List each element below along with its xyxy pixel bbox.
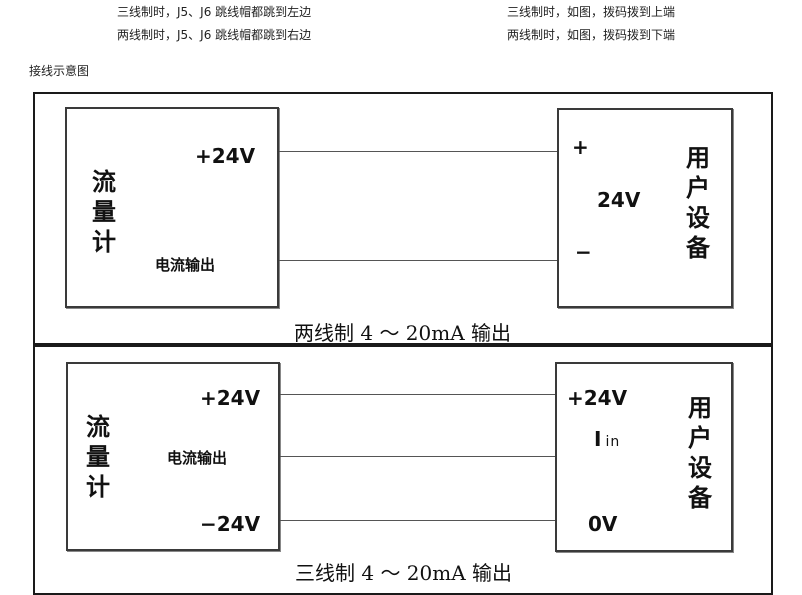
two-wire-positive-wire [279,151,558,152]
two-wire-user-device-box [557,108,733,308]
three-wire-minus24v-label: −24V [200,512,261,536]
three-wire-flowmeter-box [66,362,280,551]
note-three-wire-dip: 三线制时，如图，拨码拨到上端 [507,5,676,19]
three-wire-device-0v-label: 0V [588,512,618,536]
two-wire-device-minus-label: − [575,240,592,264]
note-two-wire-dip: 两线制时，如图，拨码拨到下端 [507,28,676,42]
two-wire-flowmeter-box [65,107,279,308]
three-wire-device-plus24v-label: +24V [567,386,628,410]
two-wire-device-plus-label: + [572,135,589,159]
three-wire-current-output-label: 电流输出 [167,449,228,467]
note-three-wire-jumper: 三线制时，J5、J6 跳线帽都跳到左边 [117,5,312,19]
two-wire-current-output-label: 电流输出 [155,256,216,274]
three-wire-user-device-box [555,362,733,552]
two-wire-user-device-label: 用户设备 [686,144,710,262]
three-wire-flowmeter-label: 流量计 [86,413,110,501]
note-two-wire-jumper: 两线制时，J5、J6 跳线帽都跳到右边 [117,28,312,42]
three-wire-iin-subscript: in [605,434,621,450]
two-wire-flowmeter-label: 流量计 [92,168,116,256]
wiring-diagram-title: 接线示意图 [29,64,90,78]
two-wire-caption: 两线制 4 ～ 20mA 输出 [294,321,512,345]
three-wire-iin-main: I [594,427,602,451]
three-wire-user-device-label: 用户设备 [688,394,712,512]
three-wire-caption: 三线制 4 ～ 20mA 输出 [295,561,513,585]
three-wire-positive-wire [280,394,556,395]
two-wire-signal-wire [279,260,558,261]
three-wire-signal-wire [280,456,556,457]
two-wire-plus24v-label: +24V [195,144,256,168]
three-wire-plus24v-label: +24V [200,386,261,410]
two-wire-diagram-frame [33,92,773,345]
three-wire-negative-wire [280,520,556,521]
two-wire-device-24v-label: 24V [597,188,641,212]
